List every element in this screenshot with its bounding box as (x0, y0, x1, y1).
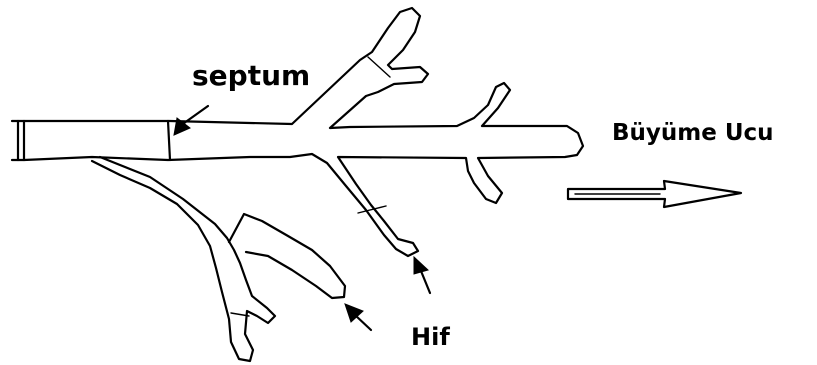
septum-label: septum (192, 59, 310, 92)
septum-wall (168, 121, 170, 160)
growth-tip-label: Büyüme Ucu (612, 120, 774, 146)
labels: septum Büyüme Ucu Hif (192, 59, 774, 351)
lower-hif-arrow (345, 304, 371, 330)
middle-hif-arrow (414, 257, 430, 293)
lower-branch-system (92, 157, 345, 361)
hyphal-network (12, 8, 583, 256)
main-hypha-upper-wall (24, 8, 583, 256)
upper-branch-septum-line (368, 57, 390, 77)
lower-branch-outline (92, 157, 275, 361)
lower-side-branch-outline (229, 214, 345, 298)
hif-label: Hif (411, 323, 450, 351)
growth-direction-arrow (568, 181, 741, 207)
